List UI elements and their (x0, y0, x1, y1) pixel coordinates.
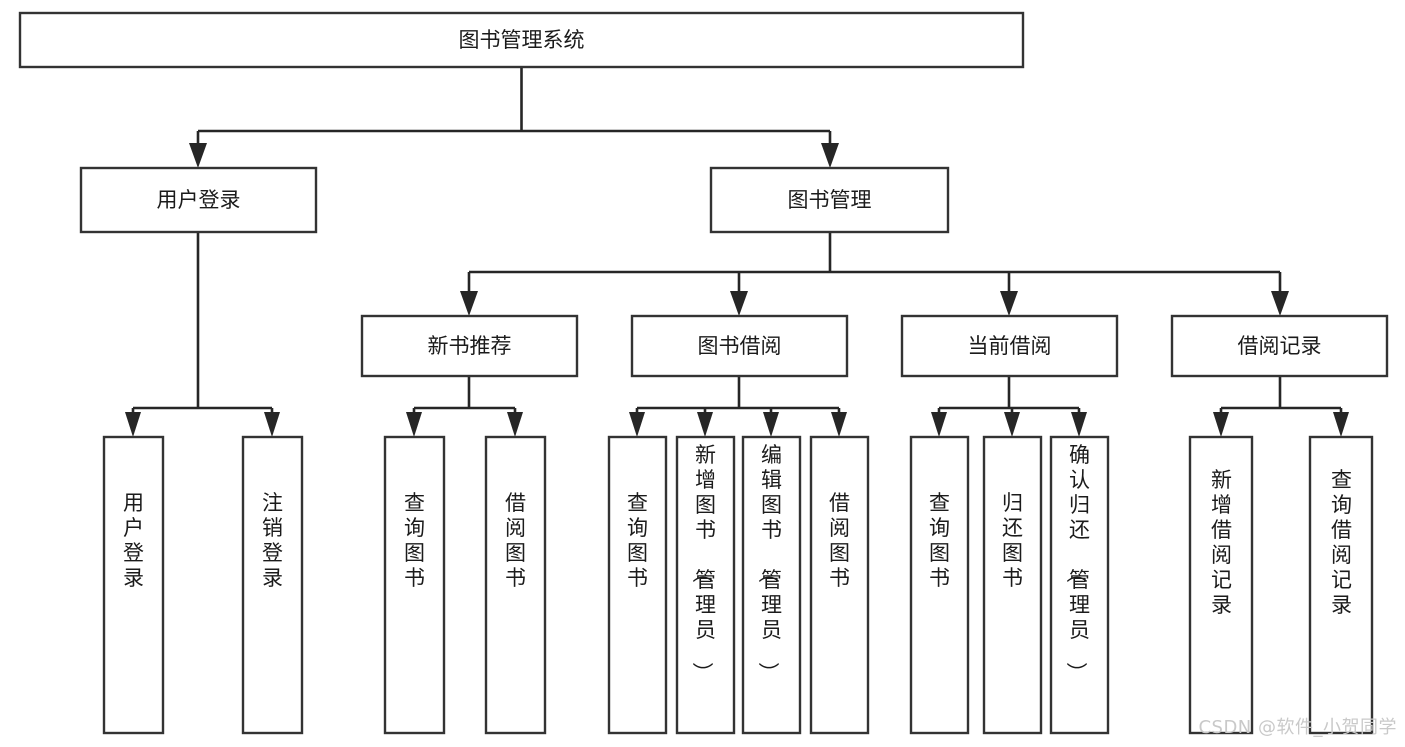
node-new-book-rec-box[interactable] (360, 314, 579, 378)
arrow-to-leaf-query-book-2 (629, 412, 645, 437)
arrow-to-leaf-borrow-book-1 (507, 412, 523, 437)
leaf-add-record-box[interactable] (1188, 435, 1254, 735)
node-book-manage-box[interactable] (709, 166, 950, 234)
leaf-borrow-book-1-label: 借阅图书 (505, 491, 526, 590)
arrow-to-leaf-query-book-1 (406, 412, 422, 437)
node-book-borrow-label: 图书借阅 (698, 334, 782, 358)
connector-bookmanage-to-level3 (467, 232, 1282, 300)
node-borrow-record-label: 借阅记录 (1238, 334, 1322, 358)
node-user-login-label: 用户登录 (157, 188, 241, 212)
leaf-user-login-box[interactable] (102, 435, 165, 735)
node-book-manage[interactable]: 图书管理 (709, 166, 950, 234)
leaf-add-book[interactable]: 新增图书（管理员） (675, 435, 736, 735)
node-book-borrow[interactable]: 图书借阅 (630, 314, 849, 378)
leaf-query-book-3-label: 查询图书 (929, 491, 950, 590)
leaf-return-book-label: 归还图书 (1002, 491, 1023, 590)
node-root-label: 图书管理系统 (459, 28, 585, 52)
node-root[interactable]: 图书管理系统 (18, 11, 1025, 69)
leaf-query-record-box[interactable] (1308, 435, 1374, 735)
leaf-user-login[interactable]: 用户登录 (102, 435, 165, 735)
node-user-login[interactable]: 用户登录 (79, 166, 318, 234)
arrow-to-current-borrow (1000, 291, 1018, 316)
leaf-return-book[interactable]: 归还图书 (982, 435, 1043, 735)
leaf-add-record-label: 新增借阅记录 (1211, 468, 1232, 617)
node-layer: 图书管理系统 用户登录 图书管理 新书推荐 图书借阅 当前借阅 借阅记录 (18, 11, 1389, 735)
leaf-add-record[interactable]: 新增借阅记录 (1188, 435, 1254, 735)
leaf-logout[interactable]: 注销登录 (241, 435, 304, 735)
leaf-add-book-label: 新增图书（管理员） (690, 443, 716, 683)
leaf-logout-label: 注销登录 (262, 491, 283, 590)
leaf-edit-book[interactable]: 编辑图书（管理员） (741, 435, 802, 735)
connector-layer (125, 67, 1349, 437)
arrow-to-borrow-record (1271, 291, 1289, 316)
leaf-query-book-1[interactable]: 查询图书 (383, 435, 446, 735)
connector-borrowrecord-to-leaves (1219, 376, 1343, 421)
leaf-query-book-2-box[interactable] (607, 435, 668, 735)
leaf-confirm-return-label: 确认归还（管理员） (1064, 443, 1090, 683)
arrow-to-leaf-add-book (697, 412, 713, 437)
arrow-to-leaf-edit-book (763, 412, 779, 437)
leaf-edit-book-box[interactable] (741, 435, 802, 735)
leaf-borrow-book-2-label: 借阅图书 (829, 491, 850, 590)
leaf-logout-box[interactable] (241, 435, 304, 735)
node-borrow-record[interactable]: 借阅记录 (1170, 314, 1389, 378)
arrow-to-user-login (189, 143, 207, 168)
connector-bookborrow-to-leaves (635, 376, 841, 421)
leaf-edit-book-label: 编辑图书（管理员） (756, 443, 782, 683)
leaf-return-book-box[interactable] (982, 435, 1043, 735)
leaf-borrow-book-2[interactable]: 借阅图书 (809, 435, 870, 735)
node-book-manage-label: 图书管理 (788, 188, 872, 212)
connector-root-to-level2 (196, 67, 832, 152)
node-new-book-rec[interactable]: 新书推荐 (360, 314, 579, 378)
node-root-box[interactable] (18, 11, 1025, 69)
leaf-query-book-1-box[interactable] (383, 435, 446, 735)
leaf-query-book-2[interactable]: 查询图书 (607, 435, 668, 735)
leaf-query-record-label: 查询借阅记录 (1331, 468, 1352, 617)
leaf-user-login-label: 用户登录 (123, 491, 144, 590)
leaf-borrow-book-1[interactable]: 借阅图书 (484, 435, 547, 735)
arrow-to-leaf-return-book (1004, 412, 1020, 437)
connector-userlogin-to-leaves (131, 232, 274, 421)
arrow-to-new-book-rec (460, 291, 478, 316)
node-new-book-rec-label: 新书推荐 (428, 334, 512, 358)
arrow-to-leaf-query-record (1333, 412, 1349, 437)
leaf-borrow-book-2-box[interactable] (809, 435, 870, 735)
node-current-borrow[interactable]: 当前借阅 (900, 314, 1119, 378)
leaf-query-book-1-label: 查询图书 (404, 491, 425, 590)
node-borrow-record-box[interactable] (1170, 314, 1389, 378)
arrow-to-book-manage (821, 143, 839, 168)
leaf-confirm-return-box[interactable] (1049, 435, 1110, 735)
arrow-to-leaf-user-login (125, 412, 141, 437)
leaf-query-book-3[interactable]: 查询图书 (909, 435, 970, 735)
leaf-query-book-3-box[interactable] (909, 435, 970, 735)
leaf-query-book-2-label: 查询图书 (627, 491, 648, 590)
arrow-to-leaf-add-record (1213, 412, 1229, 437)
arrow-to-leaf-query-book-3 (931, 412, 947, 437)
arrow-to-leaf-logout (264, 412, 280, 437)
node-current-borrow-label: 当前借阅 (968, 334, 1052, 358)
connector-newbookrec-to-leaves (412, 376, 517, 421)
arrow-to-leaf-borrow-book-2 (831, 412, 847, 437)
arrow-to-book-borrow (730, 291, 748, 316)
leaf-borrow-book-1-box[interactable] (484, 435, 547, 735)
node-current-borrow-box[interactable] (900, 314, 1119, 378)
node-user-login-box[interactable] (79, 166, 318, 234)
leaf-add-book-box[interactable] (675, 435, 736, 735)
leaf-query-record[interactable]: 查询借阅记录 (1308, 435, 1374, 735)
arrow-to-leaf-confirm-return (1071, 412, 1087, 437)
node-book-borrow-box[interactable] (630, 314, 849, 378)
leaf-confirm-return[interactable]: 确认归还（管理员） (1049, 435, 1110, 735)
